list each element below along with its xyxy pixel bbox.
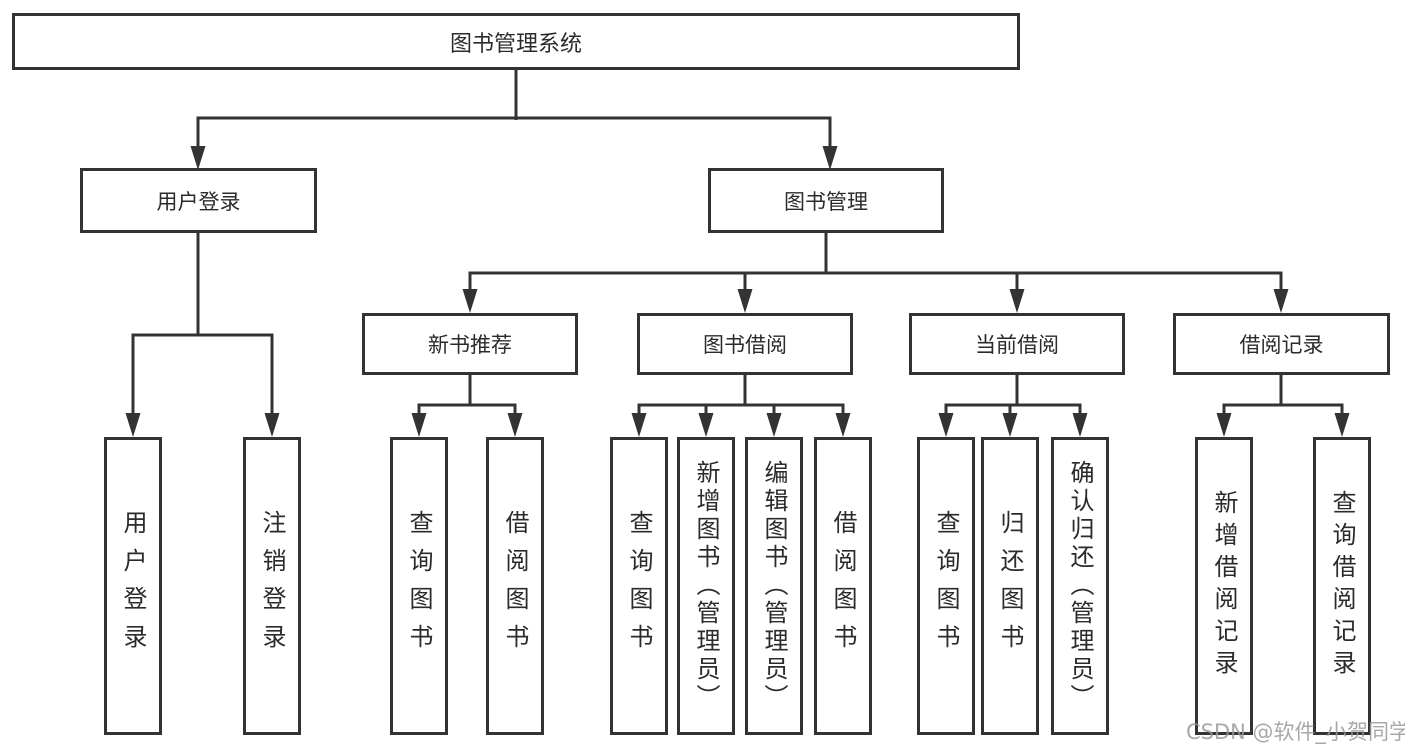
leaf-return-books: 归还图书	[981, 437, 1039, 735]
leaf-label: 查询借阅记录	[1328, 490, 1356, 682]
leaf-add-borrow-record: 新增借阅记录	[1195, 437, 1253, 735]
node-label: 图书管理系统	[449, 31, 582, 57]
leaf-label: 借阅图书	[501, 510, 529, 662]
leaf-user-login: 用户登录	[104, 437, 162, 735]
node-book-management: 图书管理	[708, 168, 944, 233]
leaf-add-books-admin: 新增图书（管理员）	[677, 437, 735, 735]
node-user-login-branch: 用户登录	[80, 168, 317, 233]
node-label: 借阅记录	[1239, 333, 1324, 357]
leaf-logout: 注销登录	[243, 437, 301, 735]
arrowhead-icons	[125, 146, 1350, 437]
node-label: 图书管理	[784, 189, 868, 214]
leaf-query-books-current: 查询图书	[917, 437, 975, 735]
node-book-borrow: 图书借阅	[637, 313, 853, 375]
leaf-borrow-books-recommend: 借阅图书	[486, 437, 544, 735]
leaf-label: 编辑图书（管理员）	[760, 460, 788, 712]
leaf-borrow-books: 借阅图书	[814, 437, 872, 735]
node-current-borrow: 当前借阅	[909, 313, 1125, 375]
leaf-label: 注销登录	[258, 510, 286, 662]
node-root-system: 图书管理系统	[12, 13, 1020, 70]
node-label: 当前借阅	[975, 333, 1059, 357]
node-borrow-records: 借阅记录	[1173, 313, 1390, 375]
node-label: 新书推荐	[428, 333, 512, 357]
leaf-label: 查询图书	[932, 510, 960, 662]
leaf-label: 用户登录	[119, 510, 147, 662]
leaf-edit-books-admin: 编辑图书（管理员）	[745, 437, 803, 735]
leaf-label: 查询图书	[405, 510, 433, 662]
leaf-query-borrow-record: 查询借阅记录	[1313, 437, 1371, 735]
node-label: 用户登录	[156, 189, 241, 214]
leaf-label: 查询图书	[625, 510, 653, 662]
node-new-book-recommend: 新书推荐	[362, 313, 578, 375]
leaf-query-books-borrow: 查询图书	[610, 437, 668, 735]
node-label: 图书借阅	[703, 333, 787, 357]
leaf-query-books-recommend: 查询图书	[390, 437, 448, 735]
csdn-watermark: CSDN @软件_小贺同学	[1186, 720, 1405, 744]
leaf-label: 新增图书（管理员）	[692, 460, 720, 712]
leaf-confirm-return-admin: 确认归还（管理员）	[1051, 437, 1109, 735]
leaf-label: 归还图书	[996, 510, 1024, 662]
leaf-label: 新增借阅记录	[1210, 490, 1238, 682]
leaf-label: 借阅图书	[829, 510, 857, 662]
leaf-label: 确认归还（管理员）	[1066, 460, 1094, 712]
